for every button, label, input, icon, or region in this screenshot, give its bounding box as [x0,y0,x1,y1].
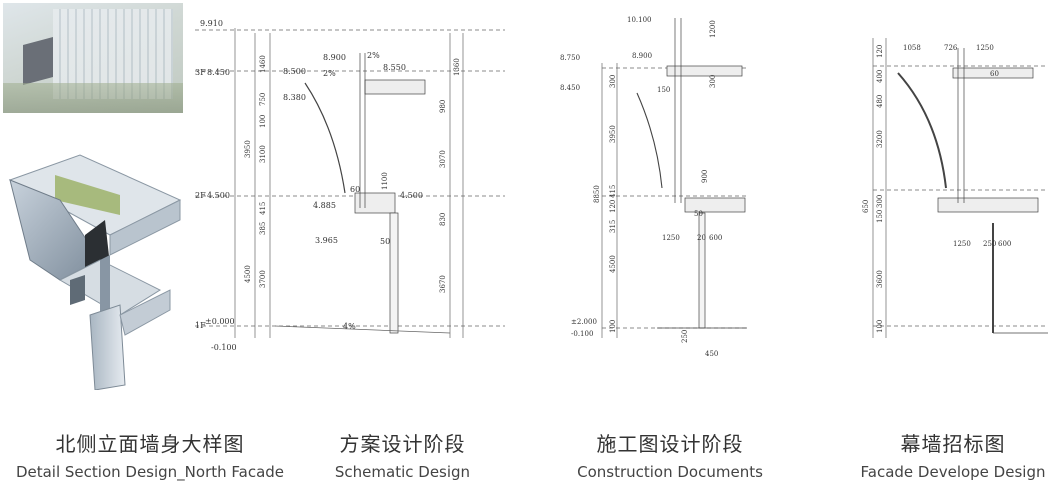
dim-d13: 830 [439,213,447,226]
dim-d10: 250 [983,240,996,248]
caption-facade-develop: 幕墙招标图 Facade Develope Design [850,428,1056,481]
dim-d17: 50 [380,237,390,246]
caption-detail-section: 北侧立面墙身大样图 Detail Section Design_North Fa… [0,428,300,481]
label-l2: 8.900 [632,52,652,60]
dim-d2: 750 [259,93,267,106]
dim-d15: 150 [876,210,884,223]
dim-d6: 4500 [609,255,617,273]
label-l4: 8.450 [560,84,580,92]
caption-en: Schematic Design [334,463,471,481]
rendering-photo [3,3,183,113]
dim-d17: 300 [709,75,717,88]
construction-section-drawing: 10.100 8.900 8.750 8.450 ±2.000 -0.100 1… [560,16,747,358]
dim-d8: 4500 [244,265,252,283]
dim-d15: 450 [705,350,718,358]
caption-en: Construction Documents [577,463,763,481]
dim-d3: 150 [657,86,670,94]
dim-d13: 100 [876,320,884,333]
label-l9: 4.500 [207,191,230,200]
caption-en: Detail Section Design_North Facade [15,463,285,481]
label-l3: 8.500 [283,67,306,76]
dim-d6: 385 [259,222,267,235]
label-l5: 8.900 [323,53,346,62]
dim-d9: 315 [609,220,617,233]
label-l1: 9.910 [200,19,223,28]
label-l6: -0.100 [571,330,593,338]
label-l11: 3.965 [315,236,338,245]
caption-zh: 幕墙招标图 [900,432,1006,456]
dim-d4: 3950 [609,125,617,143]
label-l4: 8.380 [283,93,306,102]
label-l2: 8.450 [207,68,230,77]
facade-develop-drawing: 1058 726 1250 1250 250 600 60 120 400 32… [862,38,1048,338]
dim-d9: 1250 [953,240,971,248]
dim-d11: 980 [439,100,447,113]
dim-d4: 3950 [244,140,252,158]
dim-d11: 600 [998,240,1011,248]
dim-d16: 100 [609,320,617,333]
dim-d16: 60 [990,70,999,78]
dim-d12: 3600 [876,270,884,288]
dim-d12: 3070 [439,150,447,168]
label-l13: ±0.000 [205,317,235,326]
dim-d5: 8850 [593,185,601,203]
caption-construction: 施工图设计阶段 Construction Documents [560,428,780,481]
dim-d8: 300 [876,195,884,208]
dim-d11: 50 [694,210,703,218]
dim-d16: 1100 [381,172,389,190]
dim-d14: 3670 [439,275,447,293]
schematic-section-drawing: 9.910 3F 8.450 8.500 8.380 8.900 8.550 2… [195,19,505,352]
label-l16: 3F [195,68,206,77]
dim-d1: 1460 [259,55,267,73]
dim-d14: 250 [681,330,689,343]
label-l15: 4% [343,322,356,331]
dim-d12: 600 [709,234,722,242]
caption-en: Facade Develope Design [860,463,1046,481]
trees-image [3,83,183,113]
label-l3: 8.750 [560,54,580,62]
dim-d10: 1250 [662,234,680,242]
dim-d5: 400 [876,70,884,83]
dim-d3: 100 [259,115,267,128]
dim-d10: 1360 [453,58,461,76]
canopy-image [23,36,53,86]
dim-d7: 415 [259,202,267,215]
dim-d3: 1250 [976,44,994,52]
dim-d5: 3100 [259,145,267,163]
dim-d7: 415 [609,185,617,198]
dim-d9: 3700 [259,270,267,288]
label-l12: 4.500 [400,191,423,200]
caption-schematic: 方案设计阶段 Schematic Design [315,428,490,481]
label-l6: 8.550 [383,63,406,72]
dim-d2: 726 [944,44,958,52]
dim-d2: 1200 [709,20,717,38]
dim-d8: 120 [609,200,617,213]
dim-d18: 20 [697,234,706,242]
dim-d1: 1058 [903,44,921,52]
dim-d6: 3200 [876,130,884,148]
label-l18: 1F [195,321,206,330]
label-l8: 2% [367,51,380,60]
label-l5: ±2.000 [571,318,597,326]
label-l1: 10.100 [627,16,652,24]
dim-d13: 900 [701,170,709,183]
label-l7: 2% [323,69,336,78]
axonometric-model [8,154,182,390]
dim-d7: 650 [862,200,870,213]
dim-d14: 480 [876,95,884,108]
label-l10: 4.885 [313,201,336,210]
label-l17: 2F [195,191,206,200]
label-l14: -0.100 [211,343,237,352]
caption-zh: 北侧立面墙身大样图 [55,432,245,456]
dim-d1: 300 [609,75,617,88]
dim-d15: 60 [350,185,360,194]
dim-d4: 120 [876,45,884,58]
caption-zh: 方案设计阶段 [339,432,466,456]
caption-zh: 施工图设计阶段 [596,432,744,456]
